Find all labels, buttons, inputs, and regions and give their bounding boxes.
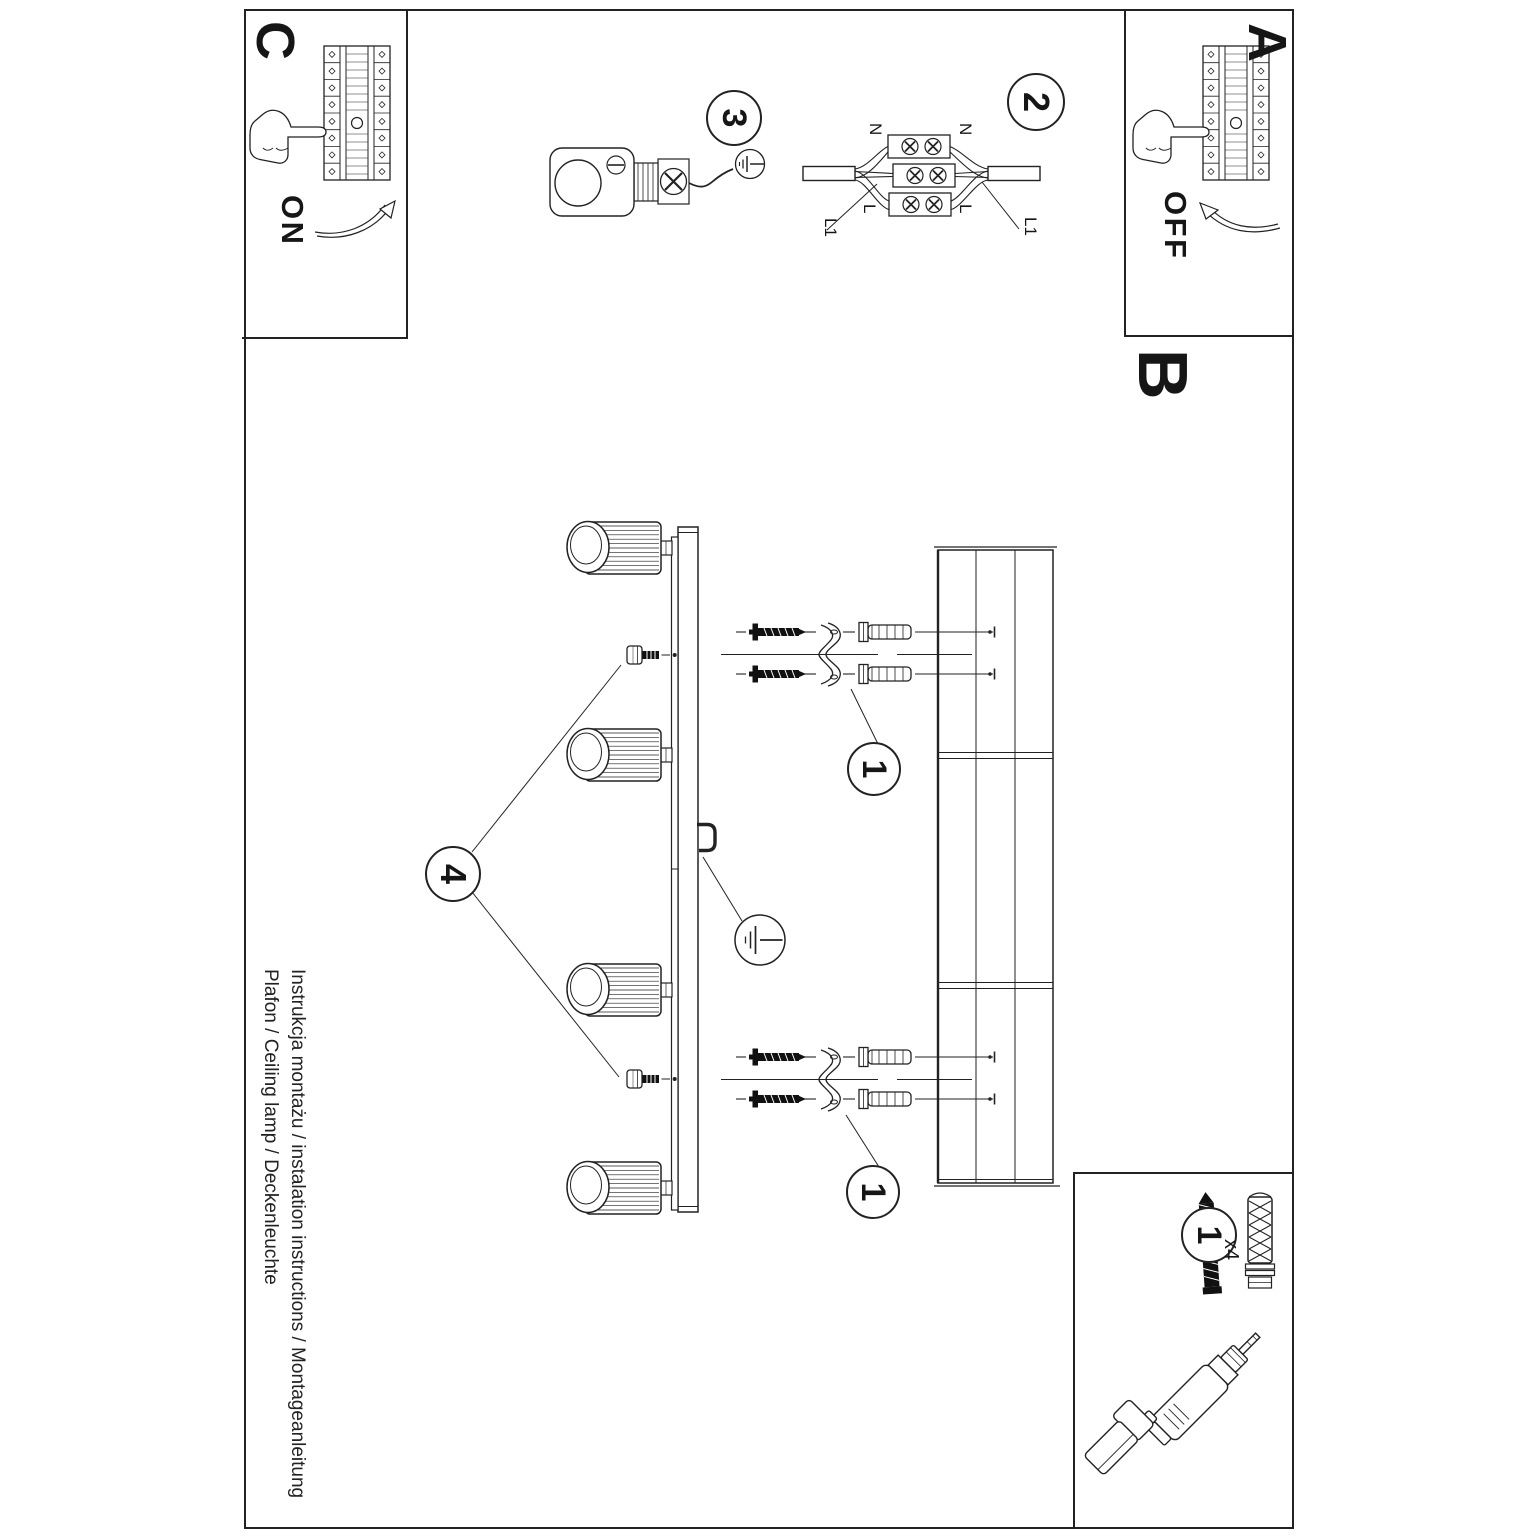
lamp-bar-art xyxy=(670,526,717,1213)
wire-label-n: N xyxy=(956,123,975,136)
wire-label-l1: L1 xyxy=(1021,217,1040,236)
section-c-letter: C xyxy=(245,21,305,60)
kit-contents-art xyxy=(1084,1192,1276,1475)
fusebox-icon xyxy=(323,45,391,181)
fusebox-icon xyxy=(1202,45,1270,181)
wire-label-l: L xyxy=(956,204,975,214)
spotlights-art xyxy=(566,520,673,1215)
step-2-badge: 2 xyxy=(1007,73,1065,131)
pointing-hand-icon xyxy=(249,109,327,164)
step3-earth-wire-art xyxy=(549,147,766,217)
step2-terminal-wiring-art xyxy=(802,134,1041,231)
on-label: ON xyxy=(275,195,310,247)
drill-icon xyxy=(1084,1332,1261,1475)
flip-on-arrow-icon xyxy=(314,199,396,238)
wire-label-l1: L1 xyxy=(821,218,840,237)
ceiling-surface-art xyxy=(934,546,1060,1187)
section-a-letter: A xyxy=(1237,23,1297,62)
section-b-letter: B xyxy=(1124,349,1202,400)
step-3-badge: 3 xyxy=(706,90,762,146)
step-1-badge: 1 xyxy=(846,1165,900,1219)
wire-label-n: N xyxy=(866,123,885,136)
footer-line-2: Plafon / Ceiling lamp / Deckenleuchte xyxy=(260,969,281,1285)
flip-off-arrow-icon xyxy=(1198,201,1281,233)
line-art xyxy=(471,134,1276,1475)
pointing-hand-icon xyxy=(1132,109,1210,164)
page: A B C OFF ON xyxy=(242,9,1297,1529)
step-4-badge: 4 xyxy=(425,846,481,902)
mounting-hardware-art xyxy=(721,621,996,1112)
step-1-badge: 1 xyxy=(847,742,901,796)
footer-captions: Instrukcja montażu / instalation instruc… xyxy=(257,969,311,1498)
wall-plug-icon xyxy=(1244,1192,1276,1289)
footer-line-1: Instrukcja montażu / instalation instruc… xyxy=(287,969,308,1499)
earth-symbol-main xyxy=(734,914,786,966)
wire-label-l: L xyxy=(860,204,879,214)
knobs-art xyxy=(626,645,671,1089)
kit-quantity-label: x4 xyxy=(1220,1239,1242,1261)
callout-leaders xyxy=(471,664,880,1168)
off-label: OFF xyxy=(1158,191,1193,261)
